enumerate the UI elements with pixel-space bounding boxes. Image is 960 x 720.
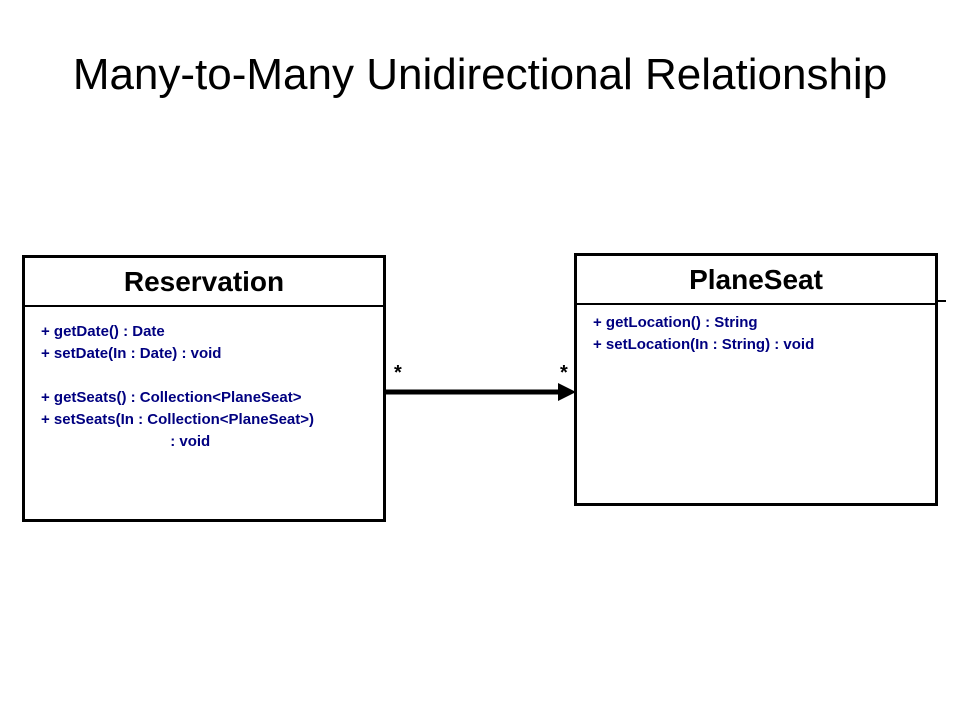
operation: + getSeats() : Collection<PlaneSeat> <box>41 389 302 406</box>
class-planeseat: PlaneSeat + getLocation() : String + set… <box>574 253 938 506</box>
operation: + setLocation(In : String) : void <box>593 336 815 353</box>
diagram-title: Many-to-Many Unidirectional Relationship <box>72 50 888 99</box>
operation: + getDate() : Date <box>41 323 165 340</box>
operations-planeseat: + getLocation() : String + setLocation(I… <box>577 305 935 356</box>
class-name-reservation: Reservation <box>25 258 383 307</box>
class-name-planeseat: PlaneSeat <box>577 256 935 305</box>
class-reservation: Reservation + getDate() : Date + setDate… <box>22 255 386 522</box>
multiplicity-target: * <box>560 362 568 384</box>
operation: + getLocation() : String <box>593 314 758 331</box>
operations-reservation: + getDate() : Date + setDate(In : Date) … <box>25 307 383 453</box>
operation: + setSeats(In : Collection<PlaneSeat>) <box>41 411 315 428</box>
multiplicity-source: * <box>394 362 402 384</box>
operation: + setDate(In : Date) : void <box>41 345 222 362</box>
arrowhead-icon <box>558 383 576 401</box>
operation: : void <box>41 433 211 450</box>
